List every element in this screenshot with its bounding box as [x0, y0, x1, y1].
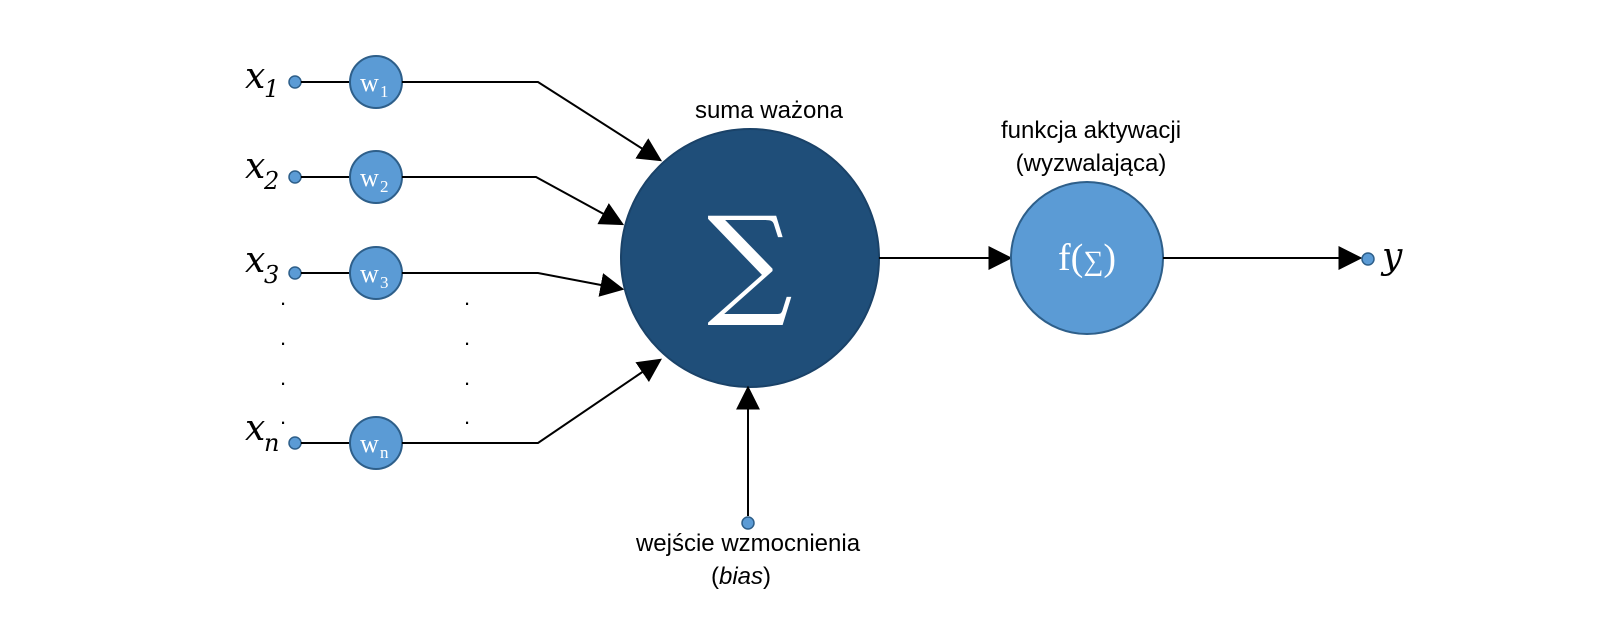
sigma-icon: ∑ [707, 192, 793, 331]
ellipsis-dot: . [464, 285, 470, 310]
ellipsis-dot: . [280, 285, 286, 310]
activation-function-symbol: f(∑) [1058, 237, 1116, 279]
weight-to-sum-arrow [402, 358, 662, 444]
bias-close-paren: ) [763, 563, 771, 590]
input-dot [288, 266, 302, 280]
activation-close: ) [1103, 237, 1116, 279]
weight-label: w [360, 163, 379, 192]
weight-to-sum-arrow [402, 176, 625, 226]
weight-subscript: 2 [380, 177, 389, 196]
input-variable: x [245, 408, 265, 449]
weight-subscript: 1 [380, 82, 389, 101]
weighted-sum-node: suma ważona ∑ [620, 97, 880, 388]
input-subscript: 1 [264, 75, 279, 103]
bias-open-paren: ( [711, 563, 719, 590]
input-variable: x [245, 146, 265, 187]
weight-label: w [360, 429, 379, 458]
input-row-1: x 1 w 1 [245, 55, 663, 162]
output-dot [1361, 252, 1375, 266]
ellipsis-dot: . [280, 365, 286, 390]
input-dot [288, 436, 302, 450]
input-row-n: x n w n [245, 358, 662, 470]
ellipsis-dot: . [464, 365, 470, 390]
input-variable: x [245, 240, 265, 281]
bias-input: wejście wzmocnienia (bias) [635, 385, 861, 590]
weight-label: w [360, 259, 379, 288]
ellipsis-left: . . . . [280, 285, 286, 429]
weighted-sum-label: suma ważona [695, 97, 844, 124]
output: y [1361, 236, 1403, 277]
ellipsis-dot: . [464, 325, 470, 350]
weight-to-sum-arrow [402, 272, 625, 297]
ellipsis-dot: . [464, 404, 470, 429]
input-dot [288, 170, 302, 184]
bias-label-line2: (bias) [711, 563, 771, 590]
activation-node: funkcja aktywacji (wyzwalająca) f(∑) [1001, 117, 1181, 335]
activation-f-open: f( [1058, 237, 1083, 279]
input-subscript: n [264, 429, 279, 457]
bias-dot [741, 516, 755, 530]
output-variable: y [1380, 236, 1403, 277]
bias-label-line1: wejście wzmocnienia [635, 530, 861, 557]
input-subscript: 2 [263, 167, 279, 195]
ellipsis-dot: . [280, 325, 286, 350]
bias-italic: bias [719, 563, 763, 590]
activation-sigma: ∑ [1083, 246, 1103, 277]
ellipsis-right: . . . . [464, 285, 470, 429]
ellipsis-dot: . [280, 404, 286, 429]
activation-label-line2: (wyzwalająca) [1016, 150, 1167, 177]
input-row-2: x 2 w 2 [245, 146, 625, 226]
input-row-3: x 3 w 3 [245, 240, 625, 300]
weight-subscript: n [380, 443, 389, 462]
input-dot [288, 75, 302, 89]
activation-label-line1: funkcja aktywacji [1001, 117, 1181, 144]
weight-to-sum-arrow [402, 81, 663, 162]
input-variable: x [245, 56, 265, 97]
input-subscript: 3 [264, 261, 279, 289]
weight-subscript: 3 [380, 273, 389, 292]
weight-label: w [360, 68, 379, 97]
